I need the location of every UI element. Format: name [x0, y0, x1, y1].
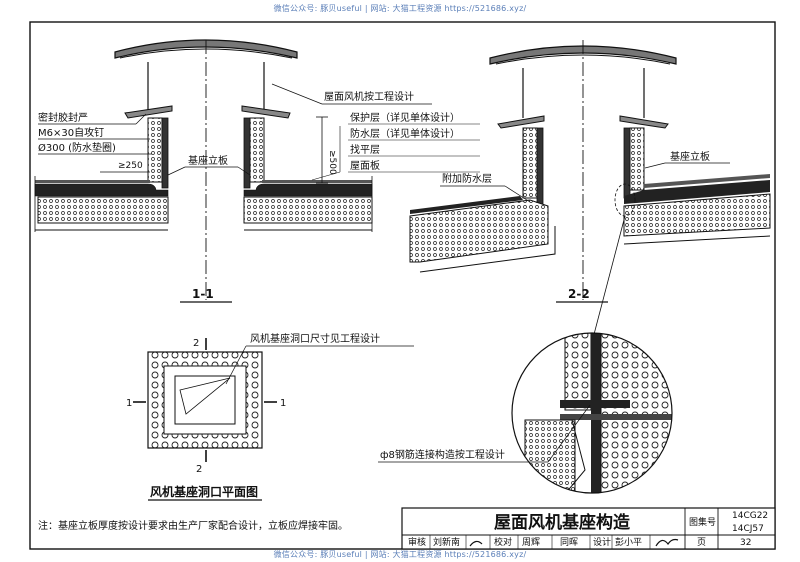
check-signature: 同晖	[560, 537, 578, 548]
design-signature	[655, 538, 679, 547]
cut-mark-2-top: 2	[193, 338, 199, 349]
cut-mark-1-left: 1	[126, 398, 132, 409]
fan-cap	[114, 39, 298, 59]
callout-screw: M6×30自攻钉	[38, 126, 104, 139]
watermark-top: 微信公众号: 豚贝useful | 网站: 大猫工程资源 https://521…	[273, 4, 527, 13]
page-label: 页	[697, 537, 706, 548]
callout-rebar: ф8钢筋连接构造按工程设计	[380, 448, 505, 461]
callout-screed: 找平层	[350, 143, 380, 156]
check-name: 周辉	[522, 537, 540, 548]
atlas-number-2: 14CJ57	[732, 524, 764, 534]
callout-fan: 屋面风机按工程设计	[324, 90, 414, 103]
fan-cap-inner	[119, 48, 293, 59]
note-text: 注：基座立板厚度按设计要求由生产厂家配合设计，立板应焊接牢固。	[38, 519, 348, 532]
plan-title: 风机基座洞口平面图	[150, 484, 258, 499]
callout-upright-2: 基座立板	[670, 150, 710, 163]
callout-opening-size: 风机基座洞口尺寸见工程设计	[250, 332, 380, 345]
review-signature	[469, 540, 483, 547]
cut-mark-1-right: 1	[280, 398, 286, 409]
section-2-label: 2-2	[568, 287, 590, 301]
design-name: 彭小平	[615, 536, 642, 548]
page-number: 32	[740, 538, 751, 548]
atlas-number-1: 14CG22	[732, 511, 768, 521]
section-2-2: 基座立板 附加防水层 2-2	[409, 40, 771, 343]
plan-view: 2 2 1 1 风机基座洞口尺寸见工程设计 风机基座洞口平面图	[126, 332, 414, 501]
design-role: 设计	[593, 536, 611, 548]
watermark-bottom: 微信公众号: 豚贝useful | 网站: 大猫工程资源 https://521…	[273, 550, 527, 559]
cut-mark-2-bottom: 2	[196, 464, 202, 475]
section-1-label: 1-1	[192, 287, 214, 301]
section-1-1: ≥500 ≥250 1-1 密封胶封严 M6×30自攻钉 Ø300 (防水垫圈)…	[34, 39, 373, 303]
drawing-title: 屋面风机基座构造	[494, 512, 631, 533]
shared-callouts: 屋面风机按工程设计 保护层（详见单体设计） 防水层（详见单体设计） 找平层 屋面…	[271, 83, 480, 181]
review-role: 审核	[408, 536, 426, 548]
callout-protect: 保护层（详见单体设计）	[350, 111, 460, 124]
dimension-label: ≥500	[327, 150, 337, 175]
callout-sealant: 密封胶封严	[38, 111, 88, 124]
callout-waterproof: 防水层（详见单体设计）	[350, 127, 460, 140]
callout-extra-waterproof: 附加防水层	[442, 172, 492, 185]
title-block: 屋面风机基座构造 图集号 14CG22 14CJ57 审核 刘新南 校对 周辉 …	[401, 507, 776, 550]
review-name: 刘新南	[433, 536, 460, 548]
check-role: 校对	[494, 536, 512, 548]
callout-upright-1: 基座立板	[188, 154, 228, 167]
dim-250-label: ≥250	[118, 161, 143, 171]
detail-view: ф8钢筋连接构造按工程设计	[378, 332, 673, 494]
callout-roofboard: 屋面板	[350, 159, 380, 172]
atlas-label: 图集号	[689, 516, 716, 528]
callout-washer: Ø300 (防水垫圈)	[38, 141, 116, 154]
